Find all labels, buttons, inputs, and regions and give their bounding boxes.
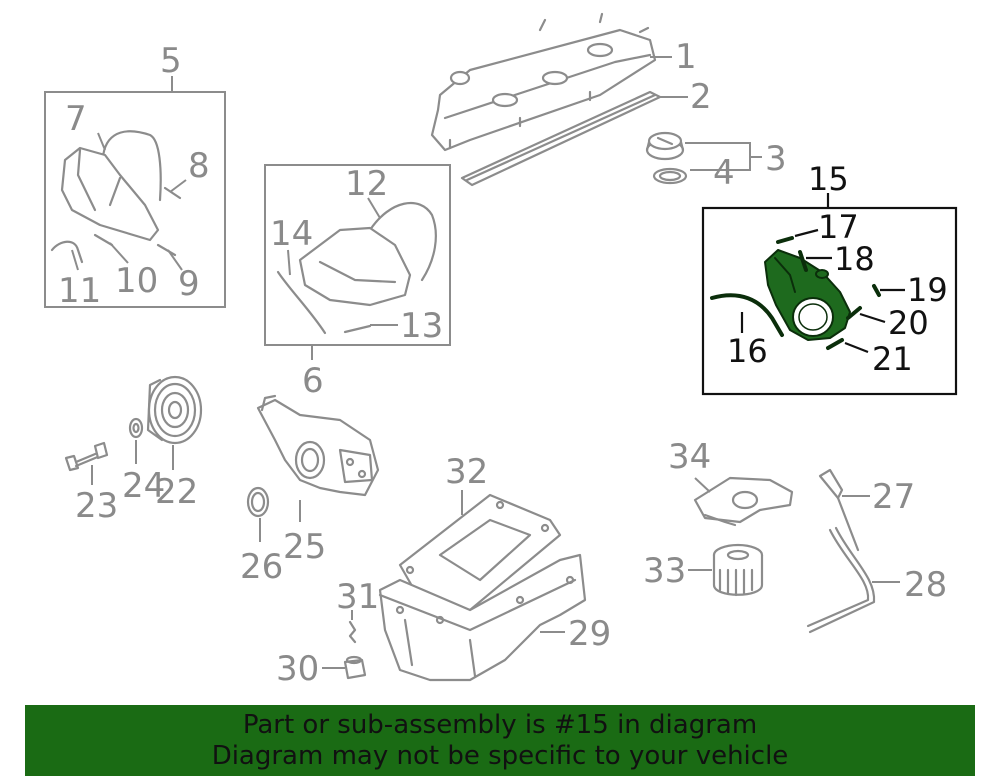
label-part-23: 23 — [75, 486, 118, 526]
part-27-dipstick[interactable] — [818, 468, 860, 552]
label-part-31: 31 — [336, 577, 379, 617]
box-part-5 — [44, 91, 226, 308]
part-21-bolt[interactable] — [826, 338, 844, 350]
label-part-32: 32 — [445, 452, 488, 492]
label-part-2: 2 — [690, 77, 712, 117]
box-part-15 — [701, 206, 958, 396]
part-26-oil-seal[interactable] — [246, 486, 270, 518]
label-part-28: 28 — [904, 565, 947, 605]
part-30-drain-plug[interactable] — [343, 655, 367, 680]
part-33-oil-filter[interactable] — [712, 543, 764, 597]
part-10-bolt[interactable] — [93, 233, 114, 247]
label-part-15: 15 — [808, 160, 849, 198]
part-18-bolt[interactable] — [798, 250, 808, 272]
part-7-timing-cover-seal[interactable] — [101, 130, 162, 202]
label-part-18: 18 — [834, 240, 875, 278]
label-part-14: 14 — [270, 214, 313, 254]
label-part-26: 26 — [240, 547, 283, 587]
label-part-12: 12 — [345, 164, 388, 204]
part-1-valve-cover[interactable] — [430, 12, 657, 152]
label-part-4: 4 — [713, 153, 735, 193]
part-14-seal[interactable] — [276, 270, 327, 335]
info-banner: Part or sub-assembly is #15 in diagram D… — [25, 705, 975, 776]
label-part-16: 16 — [727, 332, 768, 370]
part-9-bolt[interactable] — [156, 243, 177, 257]
banner-line-2: Diagram may not be specific to your vehi… — [211, 740, 789, 771]
label-part-5: 5 — [160, 41, 182, 81]
label-part-11: 11 — [58, 271, 101, 311]
part-22-crankshaft-pulley[interactable] — [146, 375, 203, 445]
label-part-20: 20 — [888, 304, 929, 342]
part-19-bolt[interactable] — [872, 284, 881, 297]
banner-line-1: Part or sub-assembly is #15 in diagram — [242, 709, 758, 740]
part-20-bolt[interactable] — [846, 306, 862, 320]
part-16-seal[interactable] — [710, 293, 784, 337]
part-34-oil-filter-adapter[interactable] — [693, 476, 794, 527]
part-29-oil-pan[interactable] — [378, 553, 587, 682]
part-23-bolt[interactable] — [64, 441, 109, 472]
part-17-bolt[interactable] — [776, 236, 794, 244]
part-31-drain-gasket[interactable] — [348, 620, 357, 644]
label-part-25: 25 — [283, 527, 326, 567]
label-part-6: 6 — [302, 361, 324, 401]
part-12-cover-seal[interactable] — [368, 201, 437, 282]
label-part-9: 9 — [178, 264, 200, 304]
label-part-21: 21 — [872, 340, 913, 378]
box-part-6 — [264, 164, 451, 346]
part-3-oil-filler-cap[interactable] — [645, 131, 685, 161]
timing-cover-upper[interactable] — [60, 146, 160, 242]
timing-cover-lower[interactable] — [298, 226, 412, 307]
label-part-17: 17 — [818, 208, 859, 246]
part-13-bolt[interactable] — [343, 324, 372, 334]
label-part-8: 8 — [188, 146, 210, 186]
part-8-bolt[interactable] — [163, 186, 182, 200]
part-11-seal[interactable] — [50, 240, 84, 264]
part-25-oil-pump[interactable] — [256, 394, 380, 497]
label-part-13: 13 — [400, 306, 443, 346]
label-part-19: 19 — [907, 271, 948, 309]
label-part-1: 1 — [675, 37, 697, 77]
label-part-33: 33 — [643, 551, 686, 591]
part-24-washer[interactable] — [128, 417, 144, 439]
label-part-10: 10 — [115, 261, 158, 301]
label-part-7: 7 — [65, 99, 87, 139]
part-4-oil-filler-gasket[interactable] — [652, 167, 688, 185]
label-part-3: 3 — [765, 139, 787, 179]
label-part-29: 29 — [568, 614, 611, 654]
label-part-34: 34 — [668, 437, 711, 477]
label-part-24: 24 — [122, 466, 165, 506]
label-part-22: 22 — [155, 472, 198, 512]
label-part-30: 30 — [276, 649, 319, 689]
part-15-timing-cover-assembly[interactable] — [764, 249, 851, 341]
label-part-27: 27 — [872, 477, 915, 517]
part-28-dipstick-tube[interactable] — [806, 526, 876, 634]
